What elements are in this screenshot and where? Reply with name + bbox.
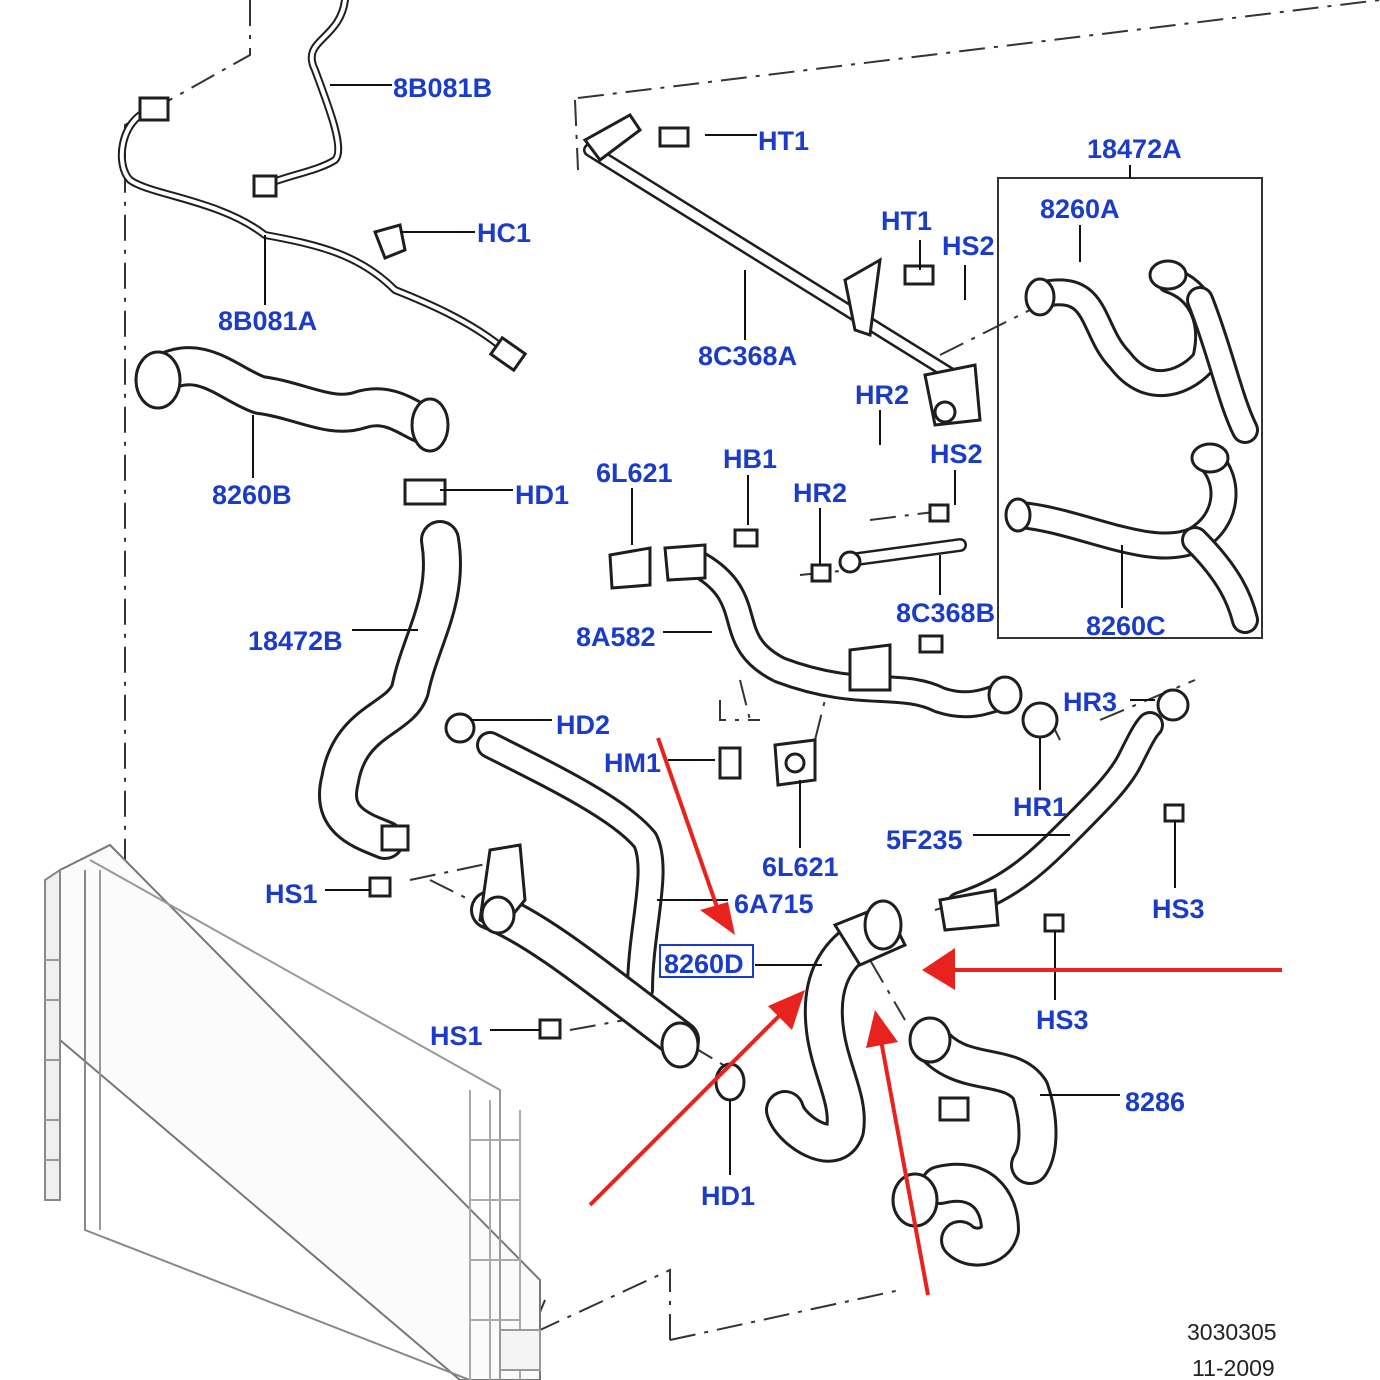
label-HR2-a: HR2 — [855, 380, 909, 410]
label-HS3-a: HS3 — [1152, 894, 1205, 924]
label-HC1: HC1 — [477, 218, 531, 248]
label-8286: 8286 — [1125, 1087, 1185, 1117]
label-HD2: HD2 — [556, 710, 610, 740]
clamp-HR1 — [1021, 701, 1059, 739]
label-18472A: 18472A — [1087, 134, 1182, 164]
label-HT1-b: HT1 — [881, 206, 932, 236]
label-8260B: 8260B — [212, 480, 292, 510]
label-HR2-b: HR2 — [793, 478, 847, 508]
hose-5F235 — [938, 711, 1185, 933]
label-HT1-a: HT1 — [758, 126, 809, 156]
label-HB1: HB1 — [723, 444, 777, 474]
label-8B081B: 8B081B — [393, 73, 492, 103]
kit-18472A-box — [997, 177, 1263, 639]
label-5F235: 5F235 — [886, 825, 963, 855]
thermostat-pipe — [368, 843, 700, 1069]
gasket-6L621-hole — [784, 752, 806, 774]
label-6L621-b: 6L621 — [762, 852, 839, 882]
label-6L621-a: 6L621 — [596, 458, 673, 488]
hose-18472B — [318, 478, 462, 860]
reference-date: 11-2009 — [1192, 1355, 1275, 1380]
label-HD1-a: HD1 — [515, 480, 569, 510]
clamp-HR3 — [1156, 688, 1190, 722]
label-8260C: 8260C — [1086, 611, 1166, 641]
label-6A715: 6A715 — [734, 889, 814, 919]
label-8260D: 8260D — [664, 949, 744, 979]
radiator — [44, 843, 541, 1380]
red-arrows — [588, 737, 1282, 1296]
hose-8260B — [134, 346, 450, 453]
highlight-box-8260D — [659, 944, 754, 978]
label-18472B: 18472B — [248, 626, 343, 656]
label-HR1: HR1 — [1013, 792, 1067, 822]
label-HR3: HR3 — [1063, 687, 1117, 717]
pipe-8A582 — [608, 528, 1023, 719]
pipe-8C368B — [810, 503, 967, 583]
label-HD1-b: HD1 — [701, 1181, 755, 1211]
hose-8260D — [714, 899, 908, 1163]
part-labels: 8B081B HT1 HC1 18472A 8B081A HT1 8260A H… — [212, 73, 1205, 1211]
sensor-harness — [117, 0, 528, 373]
label-HS3-b: HS3 — [1036, 1005, 1089, 1035]
hose-6A715 — [444, 712, 665, 1004]
label-8B081A: 8B081A — [218, 306, 317, 336]
label-HS2-a: HS2 — [942, 231, 995, 261]
label-8A582: 8A582 — [576, 622, 656, 652]
hose-8286 — [891, 1016, 1058, 1267]
leader-lines — [252, 84, 1176, 1175]
label-HS1-a: HS1 — [265, 879, 318, 909]
connector-HM1 — [718, 746, 742, 780]
label-HS2-b: HS2 — [930, 439, 983, 469]
label-8C368B: 8C368B — [896, 598, 995, 628]
label-8260A: 8260A — [1040, 194, 1120, 224]
label-8C368A: 8C368A — [698, 341, 797, 371]
label-HM1: HM1 — [604, 748, 661, 778]
label-HS1-b: HS1 — [430, 1021, 483, 1051]
reference-number: 3030305 — [1187, 1319, 1277, 1345]
pipe-8C368A — [582, 113, 982, 427]
